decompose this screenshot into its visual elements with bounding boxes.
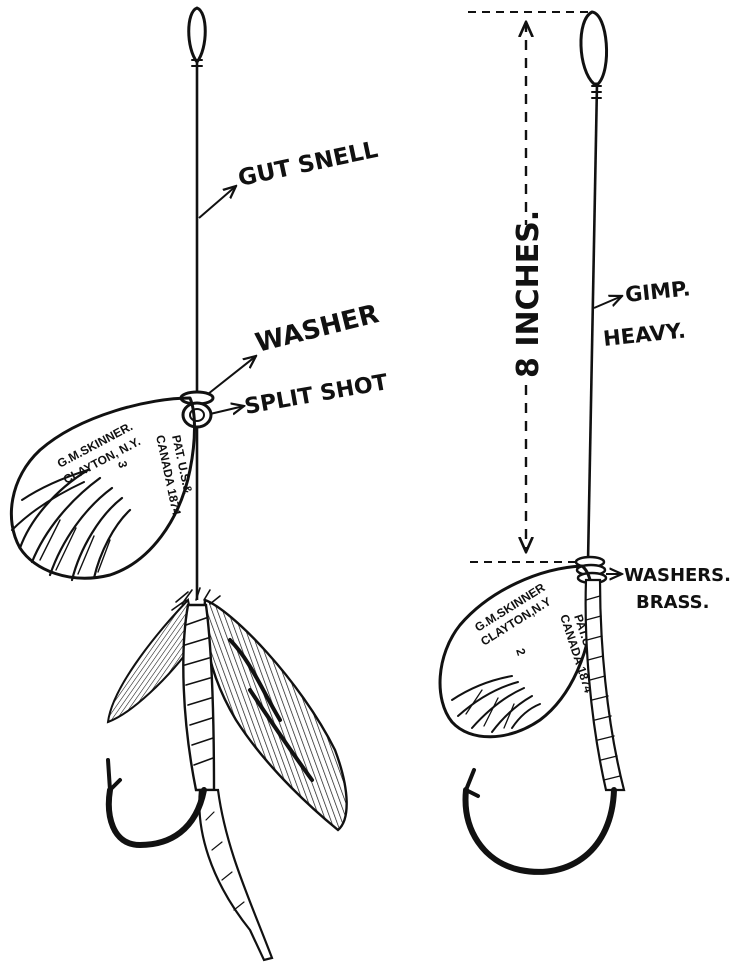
right-lure: G.M.SKINNER CLAYTON,N.Y PAT.U.S.& CANADA… bbox=[440, 12, 731, 872]
fly-body bbox=[183, 605, 214, 790]
gimp-arrow bbox=[594, 296, 622, 308]
gimp-label: GIMP. bbox=[624, 276, 692, 307]
left-blade: G.M.SKINNER. CLAYTON, N.Y. PAT. U.S.& CA… bbox=[11, 398, 195, 580]
fly-feathers bbox=[108, 588, 347, 960]
right-hook bbox=[466, 790, 614, 872]
left-lure: G.M.SKINNER. CLAYTON, N.Y. PAT. U.S.& CA… bbox=[11, 8, 389, 960]
gut-snell-arrow bbox=[199, 186, 236, 218]
washer-label: WASHER bbox=[252, 299, 381, 359]
heavy-label: HEAVY. bbox=[602, 318, 687, 351]
svg-text:BRASS.: BRASS. bbox=[636, 592, 709, 613]
washers-label: WASHERS. bbox=[624, 565, 731, 586]
svg-text:GIMP.: GIMP. bbox=[624, 276, 692, 307]
split-shot-label: SPLIT SHOT bbox=[243, 370, 390, 420]
left-blade-size: 3 bbox=[115, 460, 130, 470]
right-gimp-loop bbox=[581, 12, 607, 84]
length-dimension: 8 INCHES. bbox=[468, 12, 592, 562]
split-shot bbox=[183, 403, 211, 427]
svg-text:WASHERS.: WASHERS. bbox=[624, 565, 731, 586]
washer-arrow bbox=[208, 356, 256, 394]
gimp-line bbox=[588, 84, 597, 562]
right-blade: G.M.SKINNER CLAYTON,N.Y PAT.U.S.& CANADA… bbox=[440, 566, 602, 737]
svg-text:GUT SNELL: GUT SNELL bbox=[236, 137, 381, 192]
right-blade-size: 2 bbox=[513, 647, 528, 658]
svg-text:8 INCHES.: 8 INCHES. bbox=[511, 210, 546, 378]
svg-text:3: 3 bbox=[115, 460, 130, 470]
split-shot-arrow bbox=[210, 406, 244, 414]
svg-text:HEAVY.: HEAVY. bbox=[602, 318, 687, 351]
svg-text:WASHER: WASHER bbox=[252, 299, 381, 359]
svg-text:2: 2 bbox=[513, 647, 528, 658]
gut-snell-label: GUT SNELL bbox=[236, 137, 381, 192]
left-hook bbox=[109, 790, 204, 845]
brass-label: BRASS. bbox=[636, 592, 709, 613]
left-snell-loop bbox=[189, 8, 206, 62]
svg-text:SPLIT SHOT: SPLIT SHOT bbox=[243, 370, 390, 420]
length-label: 8 INCHES. bbox=[511, 210, 546, 378]
